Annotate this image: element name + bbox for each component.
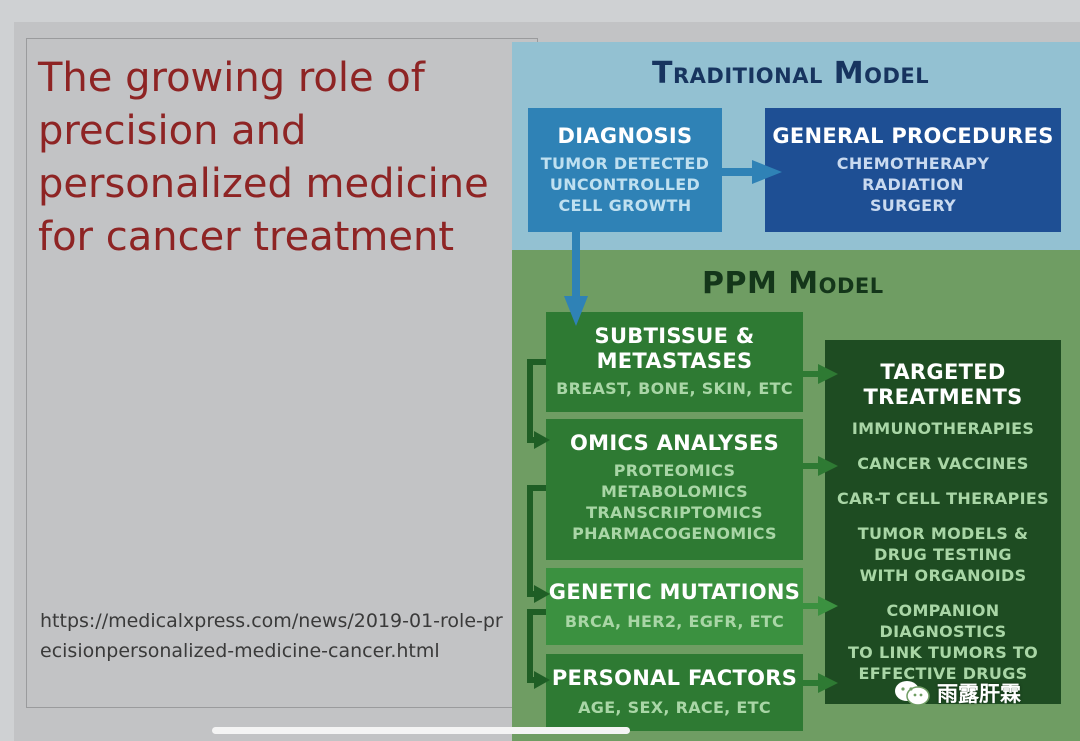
treatment-item: CAR-T CELL THERAPIES <box>825 488 1061 509</box>
home-indicator-bar[interactable] <box>212 727 630 734</box>
omics-item: METABOLOMICS <box>601 482 748 501</box>
personal-factors-box: PERSONAL FACTORS AGE, SEX, RACE, ETC <box>546 654 803 731</box>
targeted-heading: TREATMENTS <box>863 385 1023 409</box>
personal-heading: PERSONAL FACTORS <box>551 666 798 690</box>
watermark: 雨露肝霖 <box>893 678 1021 708</box>
genetic-detail: BRCA, HER2, EGFR, ETC <box>564 612 785 631</box>
treatment-line: CAR-T CELL THERAPIES <box>837 489 1049 508</box>
omics-item: TRANSCRIPTOMICS <box>586 503 763 522</box>
procedure-item: SURGERY <box>869 196 957 215</box>
watermark-text: 雨露肝霖 <box>937 682 1021 706</box>
general-procedures-box: GENERAL PROCEDURES CHEMOTHERAPY RADIATIO… <box>765 108 1061 232</box>
arrow-personal-to-targeted <box>803 673 838 693</box>
diagnosis-box: DIAGNOSIS TUMOR DETECTED UNCONTROLLED CE… <box>528 108 722 232</box>
treatment-line: TO LINK TUMORS TO <box>847 643 1039 662</box>
procedure-item: RADIATION <box>862 175 964 194</box>
treatment-line: IMMUNOTHERAPIES <box>851 419 1035 438</box>
personal-detail: AGE, SEX, RACE, ETC <box>578 698 771 717</box>
treatment-line: COMPANION <box>886 601 1000 620</box>
treatment-item: CANCER VACCINES <box>825 453 1061 474</box>
source-url: https://medicalxpress.com/news/2019-01-r… <box>40 610 503 662</box>
diagnosis-line: TUMOR DETECTED <box>540 154 710 173</box>
arrow-genetic-to-targeted <box>803 596 838 616</box>
arrow-subtissue-to-targeted <box>803 364 838 384</box>
genetic-mutations-box: GENETIC MUTATIONS BRCA, HER2, EGFR, ETC <box>546 568 803 645</box>
general-procedures-heading: GENERAL PROCEDURES <box>772 124 1054 148</box>
wechat-icon <box>895 681 930 706</box>
diagnosis-line: UNCONTROLLED <box>549 175 701 194</box>
subtissue-box: SUBTISSUE & METASTASES BREAST, BONE, SKI… <box>546 312 803 412</box>
treatment-line: DRUG TESTING <box>874 545 1012 564</box>
targeted-treatments-box: TARGETED TREATMENTS IMMUNOTHERAPIES CANC… <box>825 340 1061 704</box>
subtissue-heading: METASTASES <box>596 349 753 373</box>
treatment-line: DIAGNOSTICS <box>879 622 1007 641</box>
arrowhead-personal <box>534 671 550 689</box>
arrow-subtissue-to-omics <box>527 359 546 443</box>
treatment-line: EFFECTIVE DRUGS <box>858 664 1028 683</box>
targeted-heading: TARGETED <box>880 360 1006 384</box>
procedure-item: CHEMOTHERAPY <box>836 154 990 173</box>
arrow-omics-to-targeted <box>803 456 838 476</box>
traditional-model-title: Traditional Model <box>652 56 930 91</box>
arrowhead-omics <box>534 431 550 449</box>
treatment-line: CANCER VACCINES <box>857 454 1029 473</box>
omics-box: OMICS ANALYSES PROTEOMICS METABOLOMICS T… <box>546 419 803 560</box>
treatment-line: TUMOR MODELS & <box>857 524 1029 543</box>
arrow-diagnosis-to-procedures <box>722 160 782 184</box>
genetic-heading: GENETIC MUTATIONS <box>548 580 801 604</box>
omics-heading: OMICS ANALYSES <box>570 431 779 455</box>
arrow-omics-to-genetic <box>527 485 546 597</box>
treatment-item: TUMOR MODELS & DRUG TESTING WITH ORGANOI… <box>825 523 1061 586</box>
treatment-line: WITH ORGANOIDS <box>859 566 1027 585</box>
arrowhead-genetic <box>534 585 550 603</box>
omics-item: PHARMACOGENOMICS <box>572 524 777 543</box>
treatment-item: COMPANION DIAGNOSTICS TO LINK TUMORS TO … <box>825 600 1061 684</box>
arrow-genetic-to-personal <box>527 609 546 683</box>
diagnosis-heading: DIAGNOSIS <box>557 124 693 148</box>
treatment-item: IMMUNOTHERAPIES <box>825 418 1061 439</box>
subtissue-detail: BREAST, BONE, SKIN, ETC <box>556 379 793 398</box>
subtissue-heading: SUBTISSUE & <box>594 324 755 348</box>
ppm-model-title: PPM Model <box>702 266 884 301</box>
slide-title: The growing role of precision and person… <box>38 55 489 260</box>
omics-item: PROTEOMICS <box>613 461 736 480</box>
arrow-diagnosis-to-subtissue <box>564 232 588 326</box>
diagnosis-line: CELL GROWTH <box>558 196 692 215</box>
